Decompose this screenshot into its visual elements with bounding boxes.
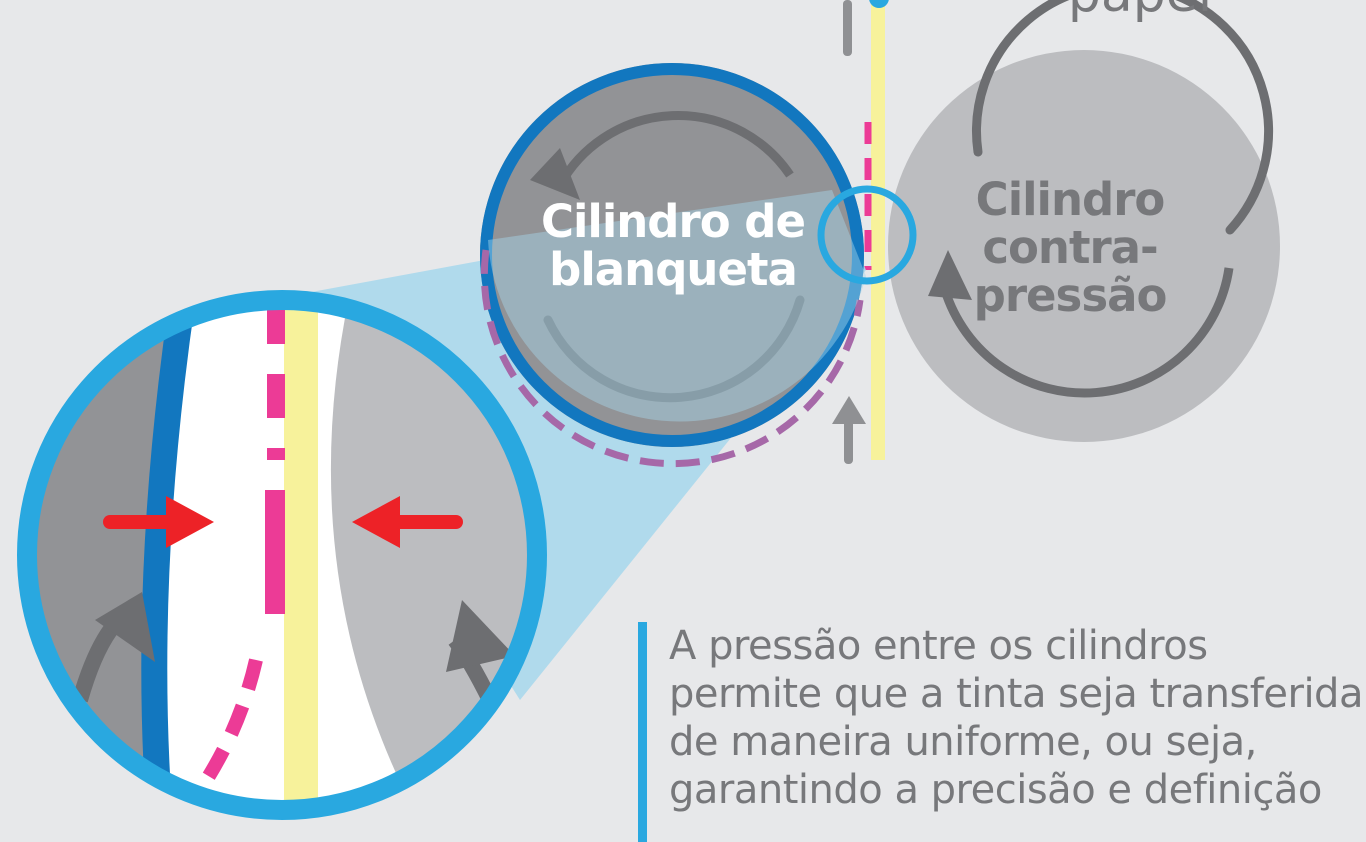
counter-rotation-arrow-bottom <box>940 267 1234 398</box>
pressure-arrow-right-icon <box>103 496 214 548</box>
blanket-arrow-head <box>530 148 580 200</box>
paper-strip <box>871 0 885 460</box>
counter-arrow-head <box>928 250 972 300</box>
caption-text: A pressão entre os cilindros permite que… <box>638 622 1366 842</box>
zoom-ink-transfer <box>265 490 285 614</box>
blanket-ink-dashed-edge <box>480 249 864 468</box>
blanket-cylinder-label: Cilindro de blanqueta <box>540 195 806 296</box>
counter-cylinder-label: Cilindro contra-pressão <box>973 173 1168 322</box>
blanket-rotation-arrow <box>556 110 794 188</box>
offset-printing-diagram <box>17 0 1280 820</box>
counter-cylinder <box>888 0 1280 442</box>
paper-label: papel <box>1050 0 1230 20</box>
paper-direction-arrow-icon <box>832 396 866 464</box>
pressure-arrow-left-icon <box>352 496 463 548</box>
paper-marker-icon <box>869 0 889 8</box>
zoom-paper-strip <box>284 300 318 810</box>
counter-rotation-arrow-top <box>972 0 1274 235</box>
magnifier-small-circle <box>817 185 917 285</box>
zoom-view <box>17 290 547 820</box>
blanket-cylinder <box>480 63 864 468</box>
